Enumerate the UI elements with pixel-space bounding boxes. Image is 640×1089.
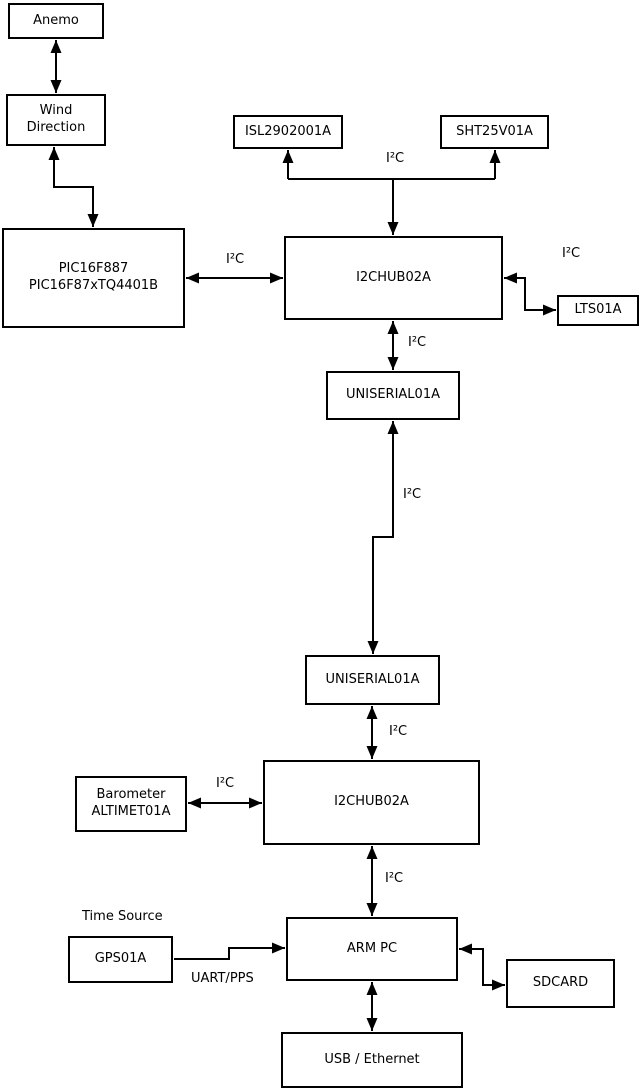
node-anemo: Anemo <box>8 3 104 39</box>
node-arm-pc: ARM PC <box>286 917 458 981</box>
node-isl2902001a: ISL2902001A <box>233 115 343 149</box>
node-uniserial01a-1: UNISERIAL01A <box>326 371 460 420</box>
node-i2chub02a-2: I2CHUB02A <box>263 760 480 845</box>
label-time-source: Time Source <box>82 909 163 924</box>
node-lts01a: LTS01A <box>557 295 639 326</box>
edge-armpc-sdcard <box>459 943 505 991</box>
label-i2c-barometer: I²C <box>216 776 235 791</box>
node-i2chub02a-1: I2CHUB02A <box>284 236 503 320</box>
node-pic16f887: PIC16F887 PIC16F87xTQ4401B <box>2 228 185 328</box>
edge-gps-armpc <box>174 942 285 960</box>
edge-wind-pic <box>48 147 99 227</box>
node-wind-direction: Wind Direction <box>6 94 106 146</box>
edge-uniserial1-uniserial2 <box>367 421 399 654</box>
label-i2c-hub1-uniserial: I²C <box>408 335 427 350</box>
node-barometer-altimet01a: Barometer ALTIMET01A <box>75 776 187 832</box>
label-i2c-pic-hub1: I²C <box>226 252 245 267</box>
label-i2c-hub2-armpc: I²C <box>385 871 404 886</box>
node-sdcard: SDCARD <box>506 959 615 1008</box>
label-i2c-hub1-lts: I²C <box>562 246 581 261</box>
node-usb-ethernet: USB / Ethernet <box>281 1032 463 1088</box>
edge-hub1-lts <box>504 272 556 316</box>
node-sht25v01a: SHT25V01A <box>440 115 549 149</box>
label-i2c-uniserial-hub2: I²C <box>389 724 408 739</box>
label-i2c-uniserial-link: I²C <box>403 487 422 502</box>
label-i2c-sensor-bus: I²C <box>386 151 405 166</box>
node-gps01a: GPS01A <box>68 936 173 983</box>
label-uart-pps: UART/PPS <box>191 971 254 986</box>
node-uniserial01a-2: UNISERIAL01A <box>305 655 440 705</box>
